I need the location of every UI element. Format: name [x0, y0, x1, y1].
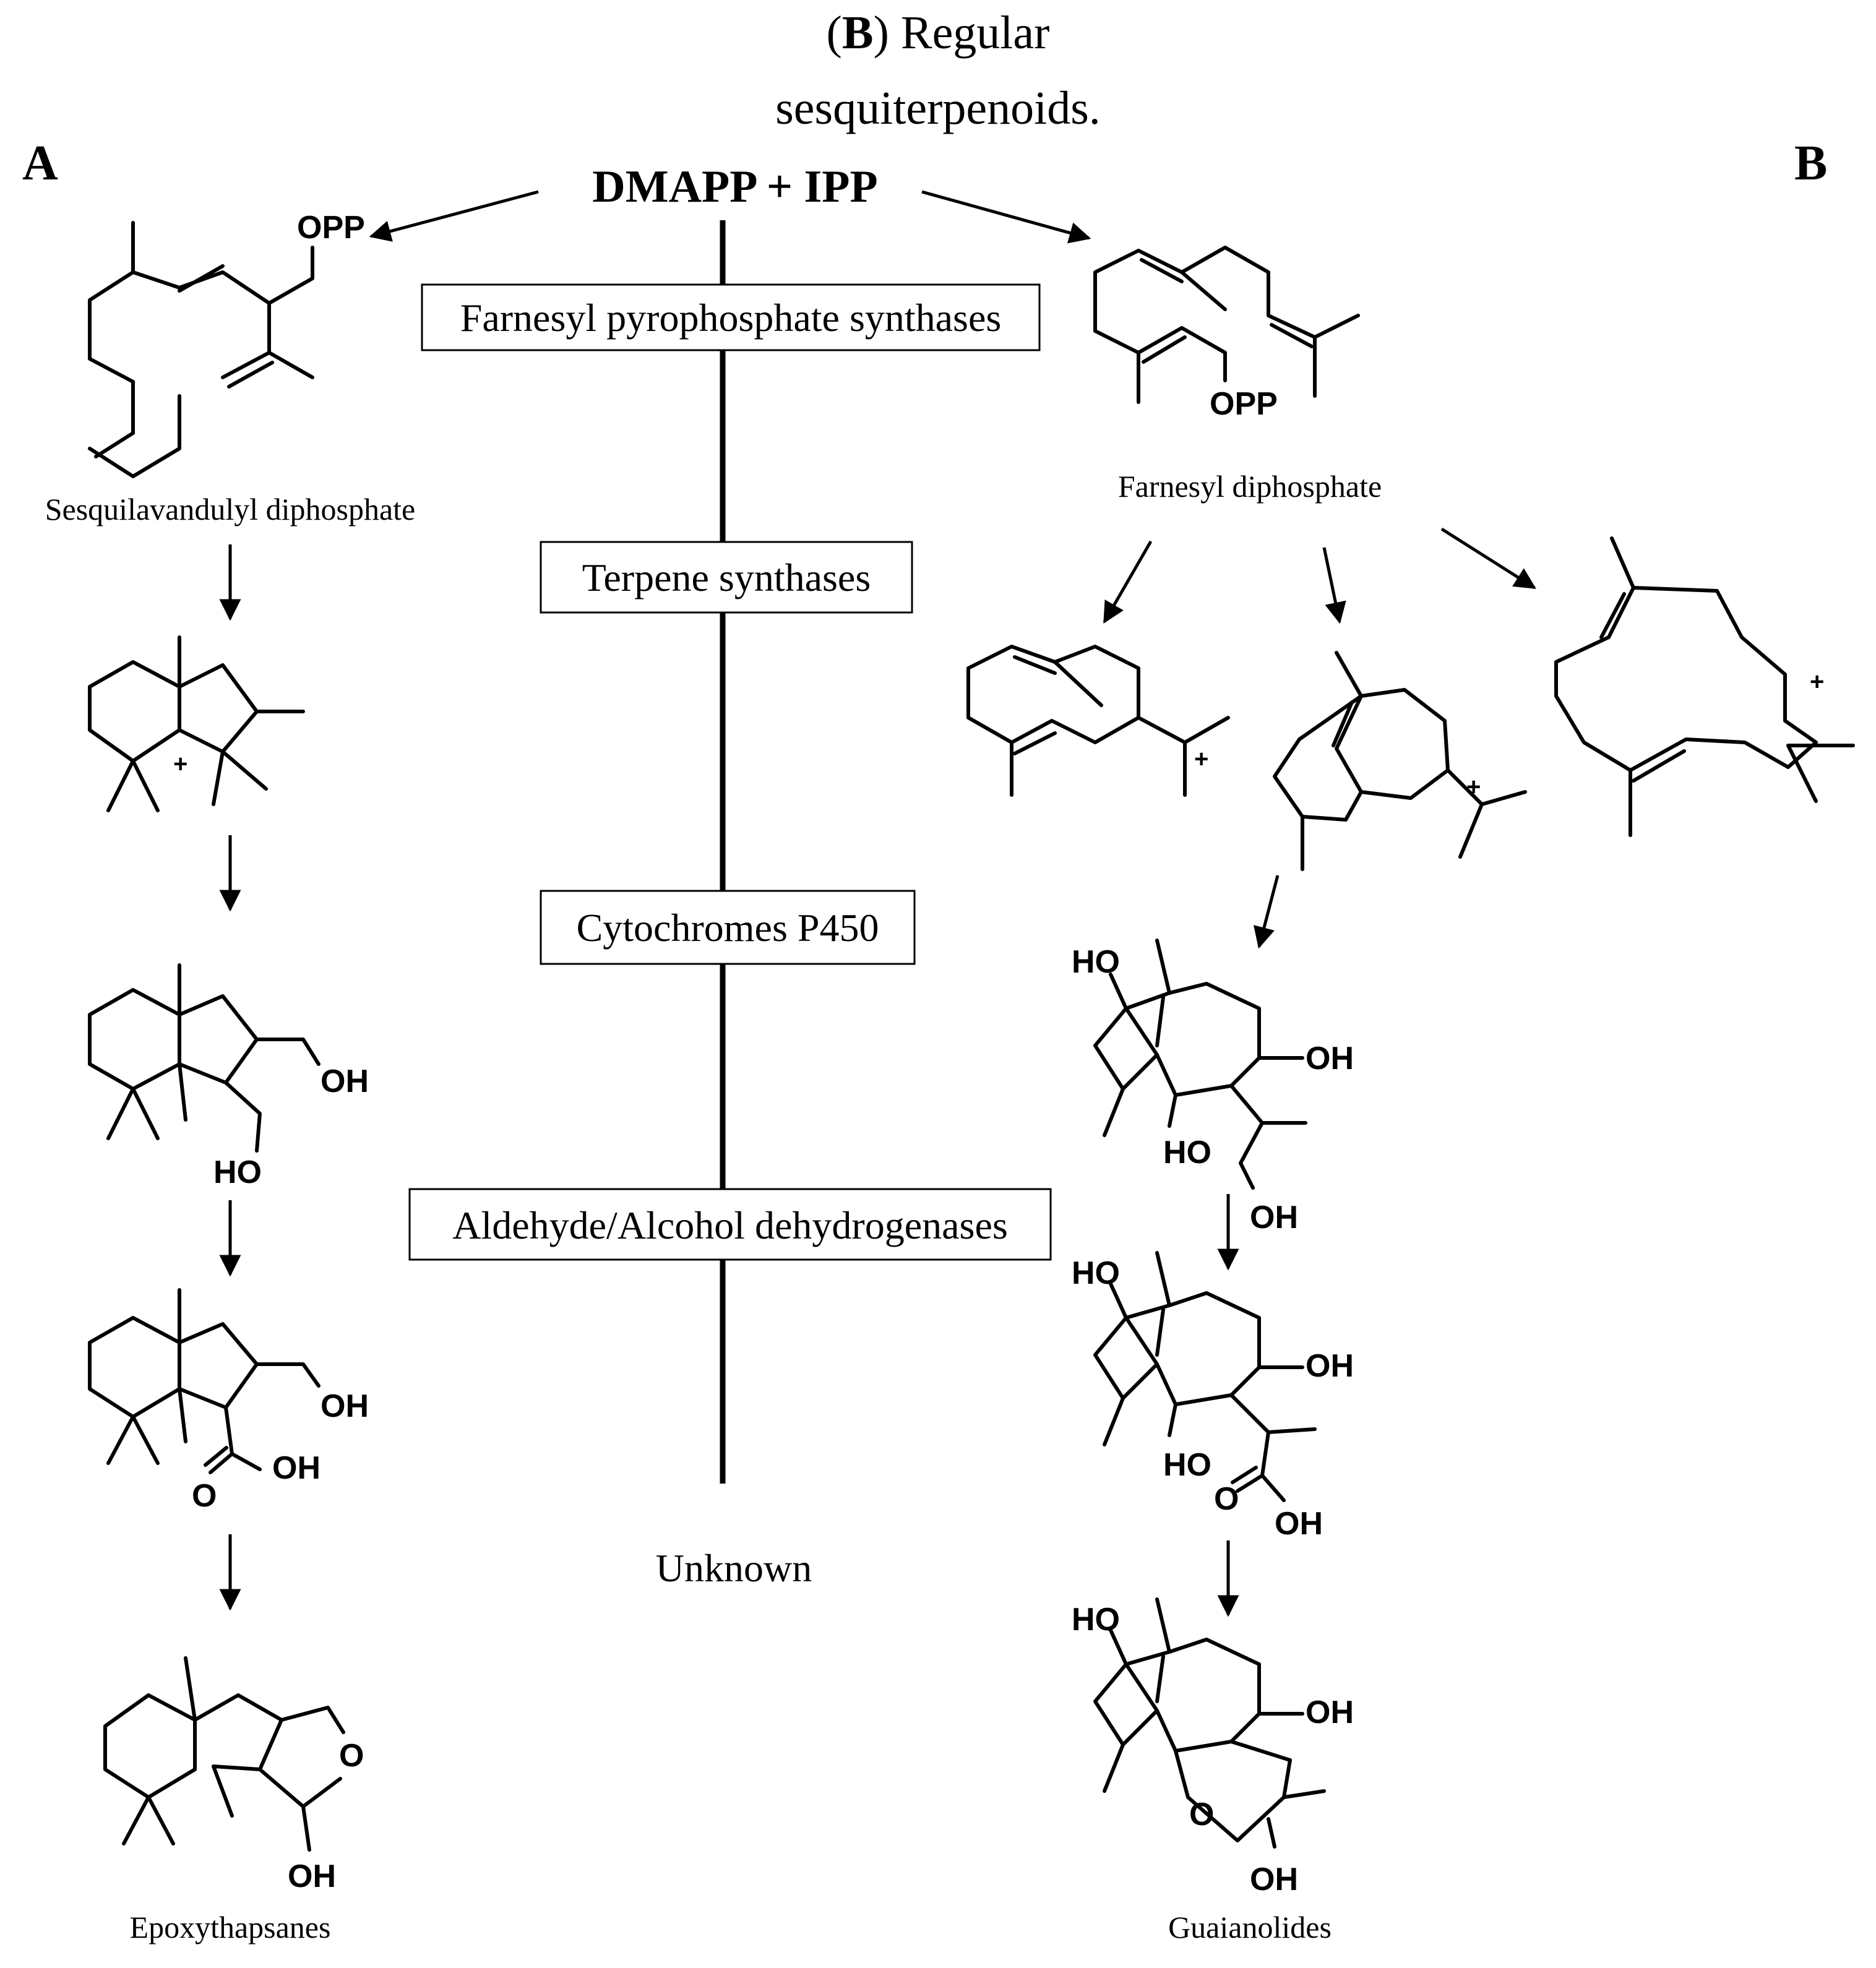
enzyme-label-unknown: Unknown	[656, 1546, 812, 1590]
arrow-b-1	[1254, 875, 1280, 949]
atom-label-oh-epoxy: OH	[288, 1858, 336, 1894]
enzyme-label-dehydrogenases: Aldehyde/Alcohol dehydrogenases	[452, 1203, 1008, 1247]
atom-label-ho-g: HO	[1072, 1602, 1120, 1638]
product-name-a: Epoxythapsanes	[130, 1910, 331, 1944]
structure-hydroxy-acid-guaiane: HO OH HO O OH	[1072, 1251, 1354, 1542]
atom-label-oh-t2: OH	[1250, 1200, 1298, 1235]
figure-title-line1: (B) Regular	[827, 7, 1050, 59]
atom-label-o-a2: O	[192, 1478, 217, 1514]
atom-label-oh-h2: OH	[1275, 1506, 1323, 1542]
panel-label-a: A	[22, 136, 58, 191]
arrow-b-germacryl	[1103, 540, 1153, 624]
enzyme-box-terpene-synthases: Terpene synthases	[540, 541, 913, 614]
enzyme-box-fpps: Farnesyl pyrophosphate synthases	[421, 283, 1041, 351]
structure-sesquilavandulyl-diphosphate: OPP	[88, 210, 365, 478]
atom-label-oh-a2: OH	[321, 1388, 369, 1424]
product-name-b: Guaianolides	[1168, 1910, 1332, 1944]
atom-label-plus-humu: +	[1810, 668, 1824, 695]
structure-guaianolide: HO OH O OH	[1072, 1597, 1354, 1897]
atom-label-ho-t1: HO	[1072, 944, 1120, 980]
atom-label-oh-h1: OH	[1306, 1348, 1354, 1384]
atom-label-plus-germ: +	[1194, 746, 1208, 773]
atom-label-ho-t2: HO	[1163, 1135, 1211, 1171]
enzyme-label-tps: Terpene synthases	[582, 556, 871, 599]
atom-label-plus-a: +	[173, 750, 187, 778]
atom-label-opp-b: OPP	[1210, 386, 1278, 422]
structure-germacrenyl-cation: +	[966, 645, 1230, 797]
atom-label-plus-guai: +	[1466, 773, 1481, 801]
atom-label-ho-h2: HO	[1163, 1447, 1211, 1483]
atom-label-oh-g1: OH	[1306, 1695, 1354, 1730]
enzyme-box-dehydrogenases: Aldehyde/Alcohol dehydrogenases	[408, 1188, 1052, 1261]
enzyme-box-p450: Cytochromes P450	[540, 890, 916, 965]
atom-label-oh-t1: OH	[1306, 1041, 1354, 1076]
structure-cation-a: +	[88, 635, 305, 812]
structure-epoxythapsane: O OH	[103, 1656, 364, 1894]
structure-farnesyl-diphosphate: OPP	[1093, 246, 1360, 422]
atom-label-o-h: O	[1214, 1481, 1239, 1517]
panel-label-b: B	[1794, 136, 1827, 191]
figure-title-line2: sesquiterpenoids.	[775, 82, 1101, 134]
atom-label-o-epoxy: O	[339, 1738, 364, 1774]
atom-label-oh-g2: OH	[1250, 1862, 1298, 1897]
structure-tetraol-guaiane: HO OH HO OH	[1072, 939, 1354, 1235]
atom-label-ho-a1: HO	[213, 1154, 262, 1190]
structure-guaianyl-cation: +	[1273, 651, 1527, 871]
arrow-b-humulyl	[1440, 527, 1536, 590]
arrow-to-farnesyl	[921, 190, 1091, 244]
intermediate-name-a: Sesquilavandulyl diphosphate	[45, 492, 416, 526]
intermediate-name-b: Farnesyl diphosphate	[1118, 469, 1382, 504]
atom-label-o-g: O	[1189, 1797, 1214, 1833]
precursor-label: DMAPP + IPP	[592, 161, 877, 212]
structure-hydroxy-acid-a: OH O OH	[88, 1288, 369, 1514]
arrow-b-guaianyl	[1322, 547, 1346, 624]
atom-label-oh-a3: OH	[272, 1450, 321, 1486]
structure-diol-a: OH HO	[88, 963, 369, 1190]
atom-label-opp-a: OPP	[297, 210, 365, 246]
enzyme-label-p450: Cytochromes P450	[577, 906, 879, 950]
arrow-to-sesquilavandulyl	[369, 190, 539, 242]
atom-label-ho-h1: HO	[1072, 1255, 1120, 1291]
atom-label-oh-a1: OH	[321, 1063, 369, 1099]
structure-humulyl-cation: +	[1554, 536, 1855, 837]
enzyme-label-fpps: Farnesyl pyrophosphate synthases	[460, 296, 1002, 340]
